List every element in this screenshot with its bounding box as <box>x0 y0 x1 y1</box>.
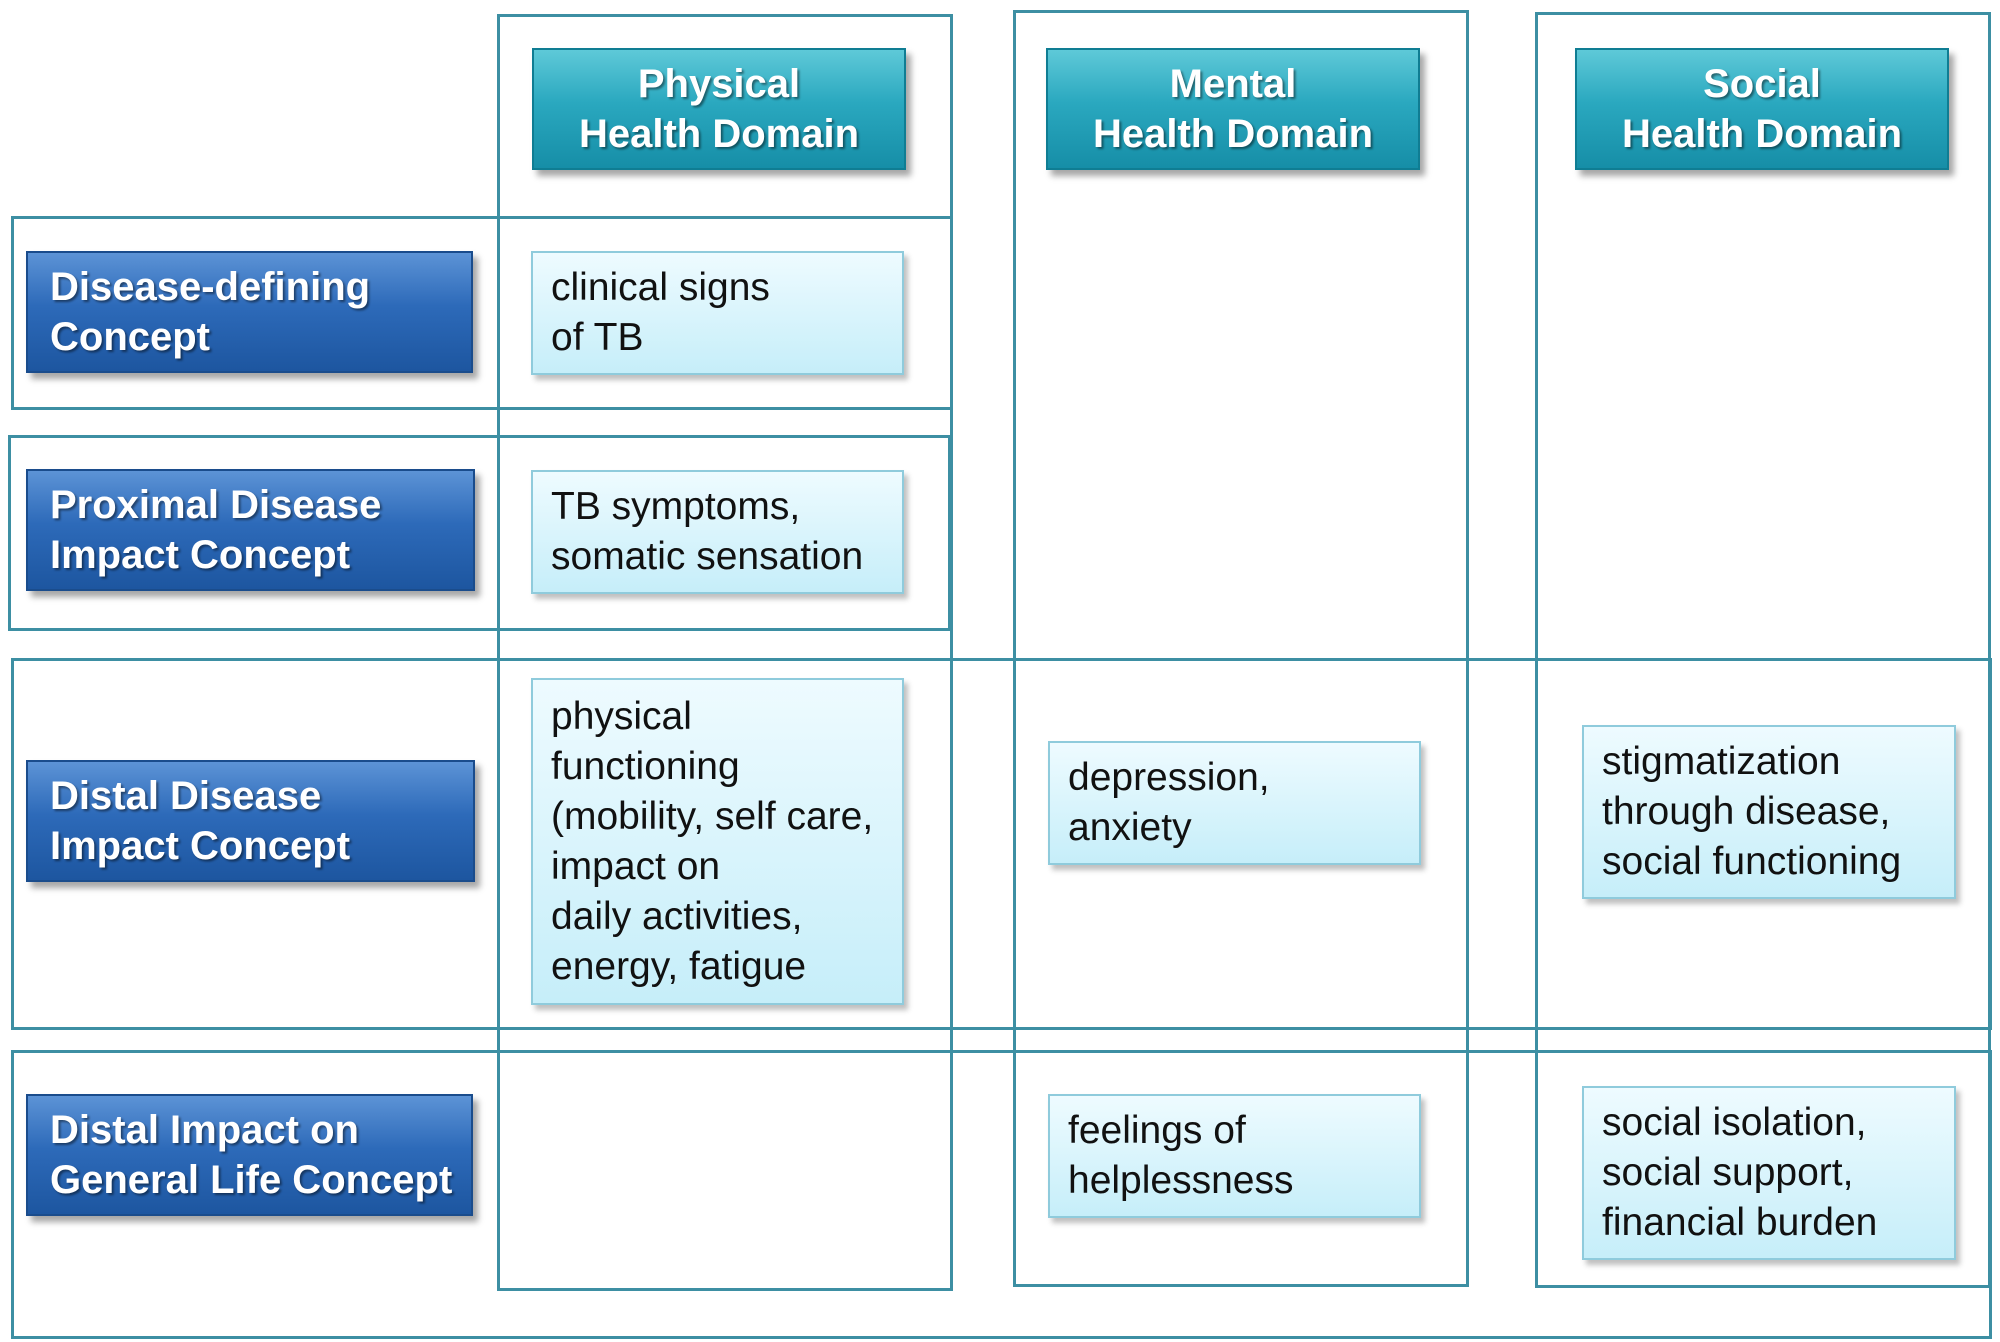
column-header-line: Physical <box>637 62 801 106</box>
cell-line: (mobility, self care, <box>551 794 874 838</box>
row-label-distal-disease: Distal Disease Impact Concept <box>26 760 475 882</box>
row-label-line: General Life Concept <box>50 1158 453 1202</box>
column-header-line: Social <box>1703 62 1821 106</box>
cell-stigmatization: stigmatization through disease, social f… <box>1582 725 1956 899</box>
cell-clinical-signs: clinical signs of TB <box>531 251 904 375</box>
cell-tb-symptoms: TB symptoms, somatic sensation <box>531 470 904 594</box>
cell-line: financial burden <box>1602 1201 1878 1244</box>
column-header-line: Mental <box>1169 62 1297 106</box>
cell-line: social isolation, <box>1602 1101 1867 1144</box>
cell-physical-functioning: physical functioning (mobility, self car… <box>531 678 904 1005</box>
column-header-line: Health Domain <box>578 112 860 156</box>
column-header-physical: Physical Health Domain <box>532 48 906 170</box>
physical-column-frame <box>497 14 953 1291</box>
cell-line: helplessness <box>1068 1159 1294 1202</box>
cell-line: impact on <box>551 844 721 888</box>
cell-line: of TB <box>551 316 644 359</box>
row-label-line: Disease-defining <box>50 265 371 309</box>
cell-line: social support, <box>1602 1151 1854 1194</box>
cell-line: stigmatization <box>1602 740 1841 783</box>
cell-line: TB symptoms, <box>551 485 801 528</box>
cell-line: feelings of <box>1068 1109 1246 1152</box>
row-label-proximal-disease: Proximal Disease Impact Concept <box>26 469 475 591</box>
social-column-frame <box>1535 12 1991 1288</box>
mental-column-frame <box>1013 10 1469 1287</box>
column-header-mental: Mental Health Domain <box>1046 48 1420 170</box>
cell-line: physical <box>551 694 692 738</box>
row-label-line: Distal Impact on <box>50 1108 359 1152</box>
column-header-line: Health Domain <box>1092 112 1374 156</box>
row-label-line: Concept <box>50 315 210 359</box>
cell-social-isolation: social isolation, social support, financ… <box>1582 1086 1956 1260</box>
row-frame-distal-life <box>11 1050 1992 1339</box>
cell-line: energy, fatigue <box>551 944 807 988</box>
cell-helplessness: feelings of helplessness <box>1048 1094 1421 1218</box>
cell-line: somatic sensation <box>551 535 864 578</box>
cell-depression-anxiety: depression, anxiety <box>1048 741 1421 865</box>
row-label-line: Distal Disease <box>50 774 322 818</box>
cell-line: functioning <box>551 744 740 788</box>
cell-line: anxiety <box>1068 806 1192 849</box>
row-frame-disease-defining <box>11 216 953 410</box>
row-label-line: Proximal Disease <box>50 483 382 527</box>
cell-line: daily activities, <box>551 894 803 938</box>
row-label-line: Impact Concept <box>50 533 351 577</box>
row-label-distal-life: Distal Impact on General Life Concept <box>26 1094 473 1216</box>
cell-line: social functioning <box>1602 840 1902 883</box>
cell-line: through disease, <box>1602 790 1891 833</box>
cell-line: depression, <box>1068 756 1270 799</box>
column-header-line: Health Domain <box>1621 112 1903 156</box>
column-header-social: Social Health Domain <box>1575 48 1949 170</box>
row-label-line: Impact Concept <box>50 824 351 868</box>
cell-line: clinical signs <box>551 266 770 309</box>
row-frame-distal-disease <box>11 658 1992 1030</box>
row-frame-proximal <box>8 435 951 631</box>
row-label-disease-defining: Disease-defining Concept <box>26 251 473 373</box>
